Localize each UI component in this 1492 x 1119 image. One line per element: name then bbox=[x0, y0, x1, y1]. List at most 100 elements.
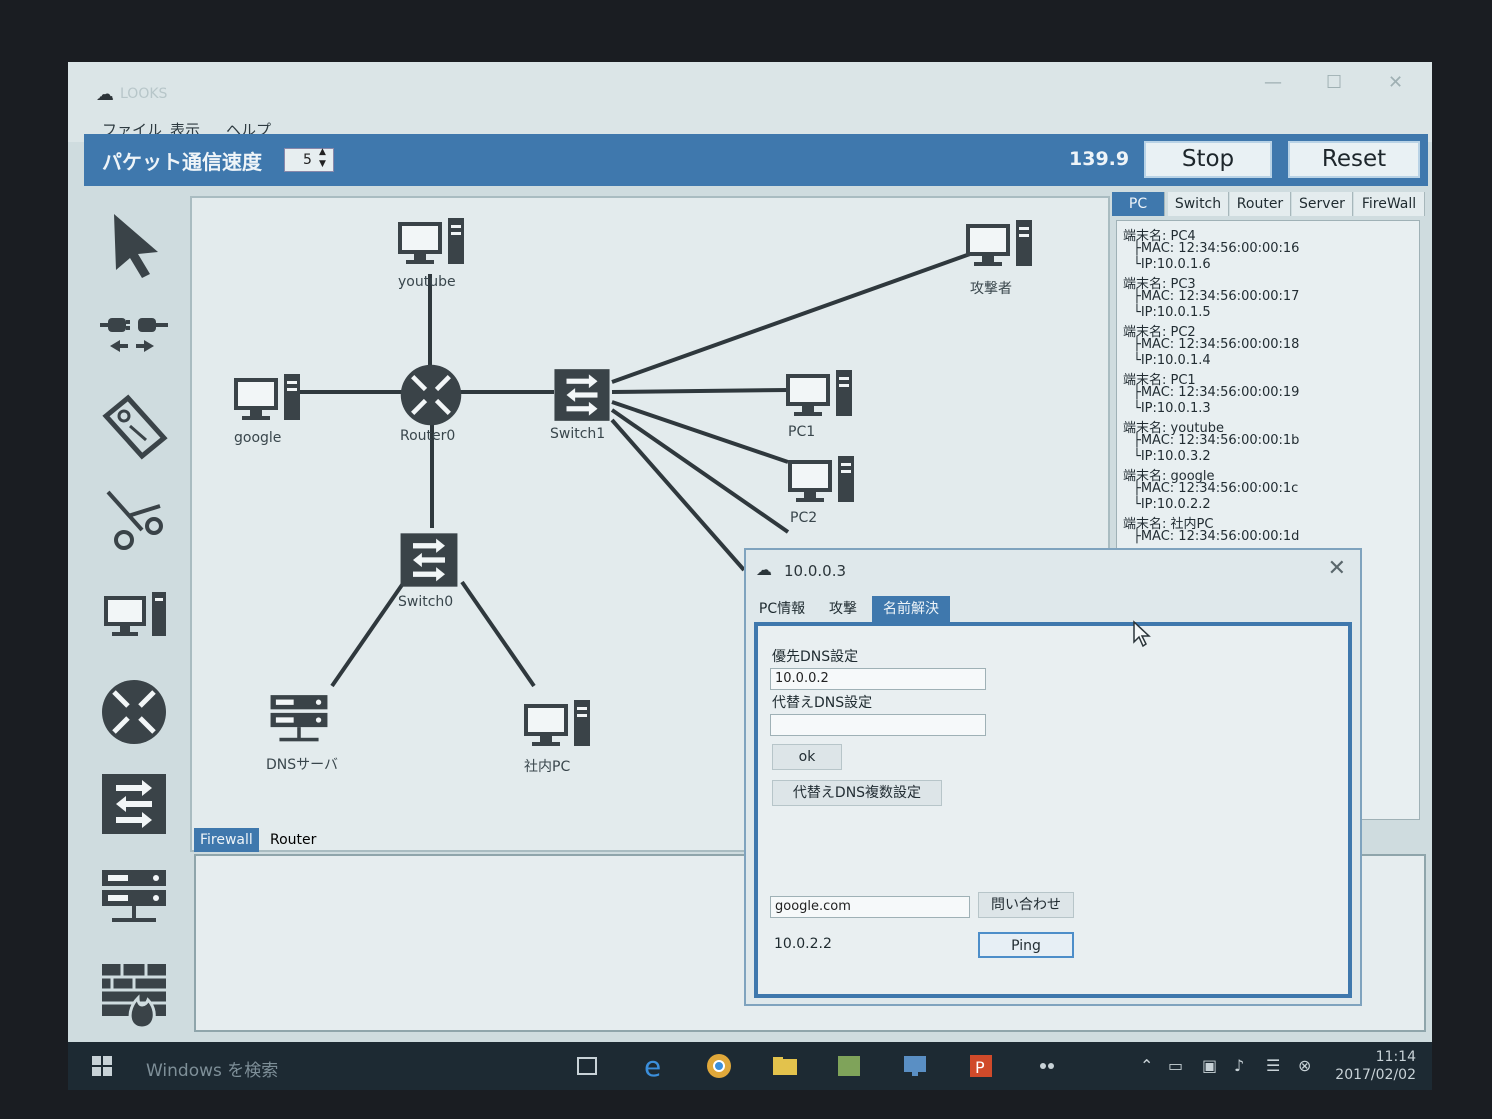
list-item: 端末名: google bbox=[1123, 469, 1215, 484]
google-pc-icon[interactable] bbox=[232, 374, 302, 424]
network-app-icon[interactable] bbox=[900, 1052, 930, 1080]
tab-router-log[interactable]: Router bbox=[270, 832, 317, 848]
network-icon[interactable]: ▣ bbox=[1202, 1056, 1218, 1075]
svg-text:e: e bbox=[644, 1052, 661, 1080]
tab-server[interactable]: Server bbox=[1292, 192, 1353, 216]
looks-app-icon[interactable] bbox=[1032, 1052, 1062, 1080]
list-item: ├MAC: 12:34:56:00:00:1c bbox=[1133, 481, 1299, 496]
primary-dns-field[interactable]: 10.0.0.2 bbox=[770, 668, 986, 690]
action-center-icon[interactable]: ☰ bbox=[1266, 1056, 1281, 1075]
list-item: └IP:10.0.1.6 bbox=[1133, 257, 1211, 272]
stop-button[interactable]: Stop bbox=[1144, 141, 1272, 178]
firewall-tool-icon[interactable] bbox=[98, 958, 170, 1030]
list-item: └IP:10.0.1.4 bbox=[1133, 353, 1211, 368]
cut-tool-icon[interactable] bbox=[98, 486, 170, 558]
spin-up-icon[interactable]: ▲ bbox=[319, 147, 326, 157]
tab-firewall-log[interactable]: Firewall bbox=[194, 828, 259, 852]
list-item: ├MAC: 12:34:56:00:00:18 bbox=[1133, 337, 1300, 352]
youtube-label: youtube bbox=[398, 274, 456, 290]
youtube-pc-icon[interactable] bbox=[396, 218, 466, 268]
connect-tool-icon[interactable] bbox=[98, 298, 170, 370]
windows-taskbar: Windows を検索 e P ⌃ ▭ ▣ ♪ ☰ ⊗ 11:14 2017/0… bbox=[68, 1042, 1432, 1090]
list-item: 端末名: PC3 bbox=[1123, 277, 1196, 292]
taskbar-search[interactable]: Windows を検索 bbox=[146, 1061, 279, 1081]
switch-tool-icon[interactable] bbox=[98, 768, 170, 840]
windows-start-icon[interactable] bbox=[92, 1056, 112, 1076]
powerpoint-icon[interactable]: P bbox=[966, 1052, 996, 1080]
spin-down-icon[interactable]: ▼ bbox=[319, 159, 326, 169]
tab-attack[interactable]: 攻撃 bbox=[829, 601, 857, 617]
pc1-icon[interactable] bbox=[784, 370, 854, 420]
list-item: 端末名: PC4 bbox=[1123, 229, 1196, 244]
tool-palette bbox=[90, 196, 190, 1076]
list-item: 端末名: PC1 bbox=[1123, 373, 1196, 388]
query-button[interactable]: 問い合わせ bbox=[978, 892, 1074, 918]
list-item: └IP:10.0.3.2 bbox=[1133, 449, 1211, 464]
pc-tool-icon[interactable] bbox=[98, 582, 170, 654]
tray-chevron-icon[interactable]: ⌃ bbox=[1140, 1056, 1154, 1075]
notification-icon[interactable]: ⊗ bbox=[1298, 1056, 1312, 1075]
select-tool-icon[interactable] bbox=[98, 208, 170, 280]
pc2-label: PC2 bbox=[790, 510, 818, 526]
tab-router[interactable]: Router bbox=[1230, 192, 1291, 216]
clock-date: 2017/02/02 bbox=[1335, 1067, 1416, 1083]
pc-dialog: ☁ 10.0.0.3 ✕ PC情報 攻撃 名前解決 優先DNS設定 10.0.0… bbox=[744, 548, 1362, 1006]
ok-button[interactable]: ok bbox=[772, 744, 842, 770]
dns-server-icon[interactable] bbox=[264, 688, 334, 752]
tab-pc-info[interactable]: PC情報 bbox=[758, 601, 806, 617]
app-logo-icon: ☁ bbox=[756, 560, 772, 579]
list-item: 端末名: youtube bbox=[1123, 421, 1224, 436]
app-logo-icon: ☁ bbox=[96, 84, 114, 105]
minimize-button[interactable]: — bbox=[1264, 72, 1282, 93]
google-label: google bbox=[234, 430, 282, 446]
close-window-button[interactable]: ✕ bbox=[1388, 72, 1404, 93]
multi-dns-button[interactable]: 代替えDNS複数設定 bbox=[772, 780, 942, 806]
link-lines bbox=[290, 252, 971, 688]
edge-icon[interactable]: e bbox=[640, 1052, 670, 1080]
task-view-icon[interactable] bbox=[572, 1052, 602, 1080]
list-item: └IP:10.0.1.5 bbox=[1133, 305, 1211, 320]
timer-readout: 139.9 bbox=[1069, 148, 1130, 170]
battery-icon[interactable]: ▭ bbox=[1168, 1056, 1184, 1075]
query-result: 10.0.2.2 bbox=[774, 936, 832, 952]
reset-button[interactable]: Reset bbox=[1288, 141, 1420, 178]
maximize-button[interactable]: ☐ bbox=[1326, 72, 1343, 93]
ping-button[interactable]: Ping bbox=[978, 932, 1074, 958]
speed-value: 5 bbox=[303, 152, 312, 168]
close-icon[interactable]: ✕ bbox=[1327, 556, 1346, 581]
alt-dns-field[interactable] bbox=[770, 714, 986, 736]
attacker-pc-icon[interactable] bbox=[964, 220, 1034, 270]
speed-toolbar: パケット通信速度 5 ▲ ▼ 139.9 Stop Reset bbox=[84, 134, 1428, 186]
name-resolution-pane: 優先DNS設定 10.0.0.2 代替えDNS設定 ok 代替えDNS複数設定 … bbox=[754, 622, 1352, 998]
speed-spinner[interactable]: 5 ▲ ▼ bbox=[284, 147, 334, 172]
mouse-cursor-icon bbox=[1133, 620, 1151, 648]
switch0-label: Switch0 bbox=[398, 594, 454, 610]
tab-firewall[interactable]: FireWall bbox=[1354, 192, 1425, 216]
list-item: ├MAC: 12:34:56:00:00:16 bbox=[1133, 241, 1300, 256]
list-item: ├MAC: 12:34:56:00:00:1d bbox=[1133, 529, 1300, 544]
switch0-icon[interactable] bbox=[396, 528, 462, 592]
router-tool-icon[interactable] bbox=[98, 676, 170, 748]
switch1-label: Switch1 bbox=[550, 426, 606, 442]
server-tool-icon[interactable] bbox=[98, 862, 170, 934]
query-field[interactable]: google.com bbox=[770, 896, 970, 918]
list-item: ├MAC: 12:34:56:00:00:17 bbox=[1133, 289, 1300, 304]
app-icon[interactable] bbox=[834, 1052, 864, 1080]
router0-icon[interactable] bbox=[398, 362, 464, 428]
volume-icon[interactable]: ♪ bbox=[1234, 1056, 1245, 1075]
tag-tool-icon[interactable] bbox=[98, 392, 170, 464]
shanai-pc-icon[interactable] bbox=[522, 700, 592, 750]
clock-time: 11:14 bbox=[1375, 1049, 1416, 1065]
app-window: ☁ LOOKS — ☐ ✕ ファイル 表示 ヘルプ パケット通信速度 5 ▲ ▼… bbox=[68, 62, 1432, 1090]
tab-pc[interactable]: PC bbox=[1112, 192, 1165, 216]
title-bar: ☁ LOOKS — ☐ ✕ bbox=[68, 62, 1432, 114]
file-explorer-icon[interactable] bbox=[770, 1052, 800, 1080]
tab-switch[interactable]: Switch bbox=[1168, 192, 1229, 216]
taskbar-clock[interactable]: 11:14 2017/02/02 bbox=[1335, 1048, 1416, 1084]
chrome-icon[interactable] bbox=[704, 1052, 734, 1080]
app-title: LOOKS bbox=[120, 86, 168, 102]
tab-name-resolution[interactable]: 名前解決 bbox=[872, 596, 950, 622]
list-item: 端末名: PC2 bbox=[1123, 325, 1196, 340]
switch1-icon[interactable] bbox=[550, 364, 614, 426]
pc2-icon[interactable] bbox=[786, 456, 856, 506]
